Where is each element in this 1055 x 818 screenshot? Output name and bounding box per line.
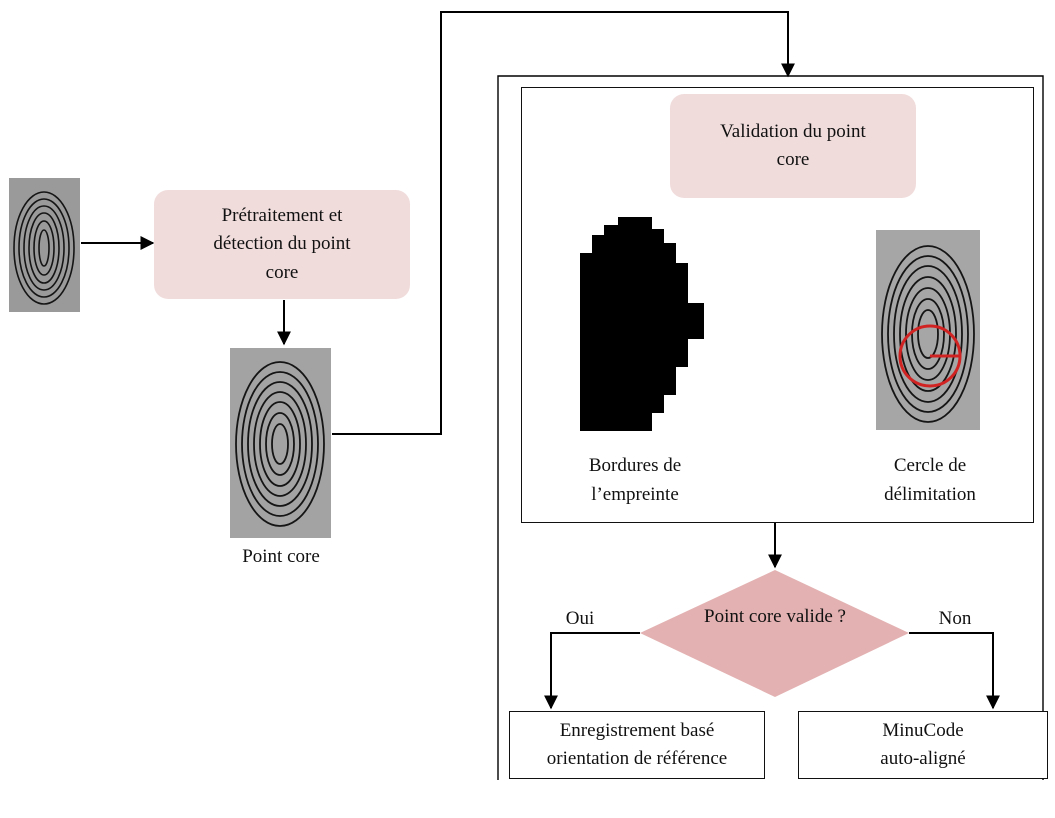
fingerprint-circle-image <box>876 230 980 430</box>
preprocess-node: Prétraitement et détection du point core <box>154 190 410 299</box>
circle-label: Cercle de délimitation <box>884 455 976 505</box>
arrow-no <box>909 632 1000 710</box>
fingerprint-core-image <box>230 348 331 538</box>
decision-diamond <box>640 570 909 697</box>
registration-node: Enregistrement basé orientation de référ… <box>509 711 765 779</box>
fingerprint-input-image <box>9 178 80 312</box>
preprocess-label: Prétraitement et détection du point core <box>213 204 351 283</box>
outer-frame <box>497 75 1044 780</box>
validation-node: Validation du point core <box>670 94 916 198</box>
yes-label: Oui <box>565 608 595 629</box>
arrow-yes <box>544 632 640 710</box>
registration-label: Enregistrement basé orientation de référ… <box>546 719 728 770</box>
minucode-node: MinuCode auto-aligné <box>798 711 1048 779</box>
fingerprint-mask-image <box>580 217 706 432</box>
core-point-label: Point core <box>242 546 320 567</box>
arrow-core-to-validation <box>332 11 795 435</box>
borders-label: Bordures de l’empreinte <box>588 455 682 505</box>
validation-label: Validation du point core <box>720 120 866 171</box>
no-label: Non <box>938 608 972 629</box>
decision-label: Point core valide ? <box>704 606 846 627</box>
minucode-label: MinuCode auto-aligné <box>880 719 966 770</box>
